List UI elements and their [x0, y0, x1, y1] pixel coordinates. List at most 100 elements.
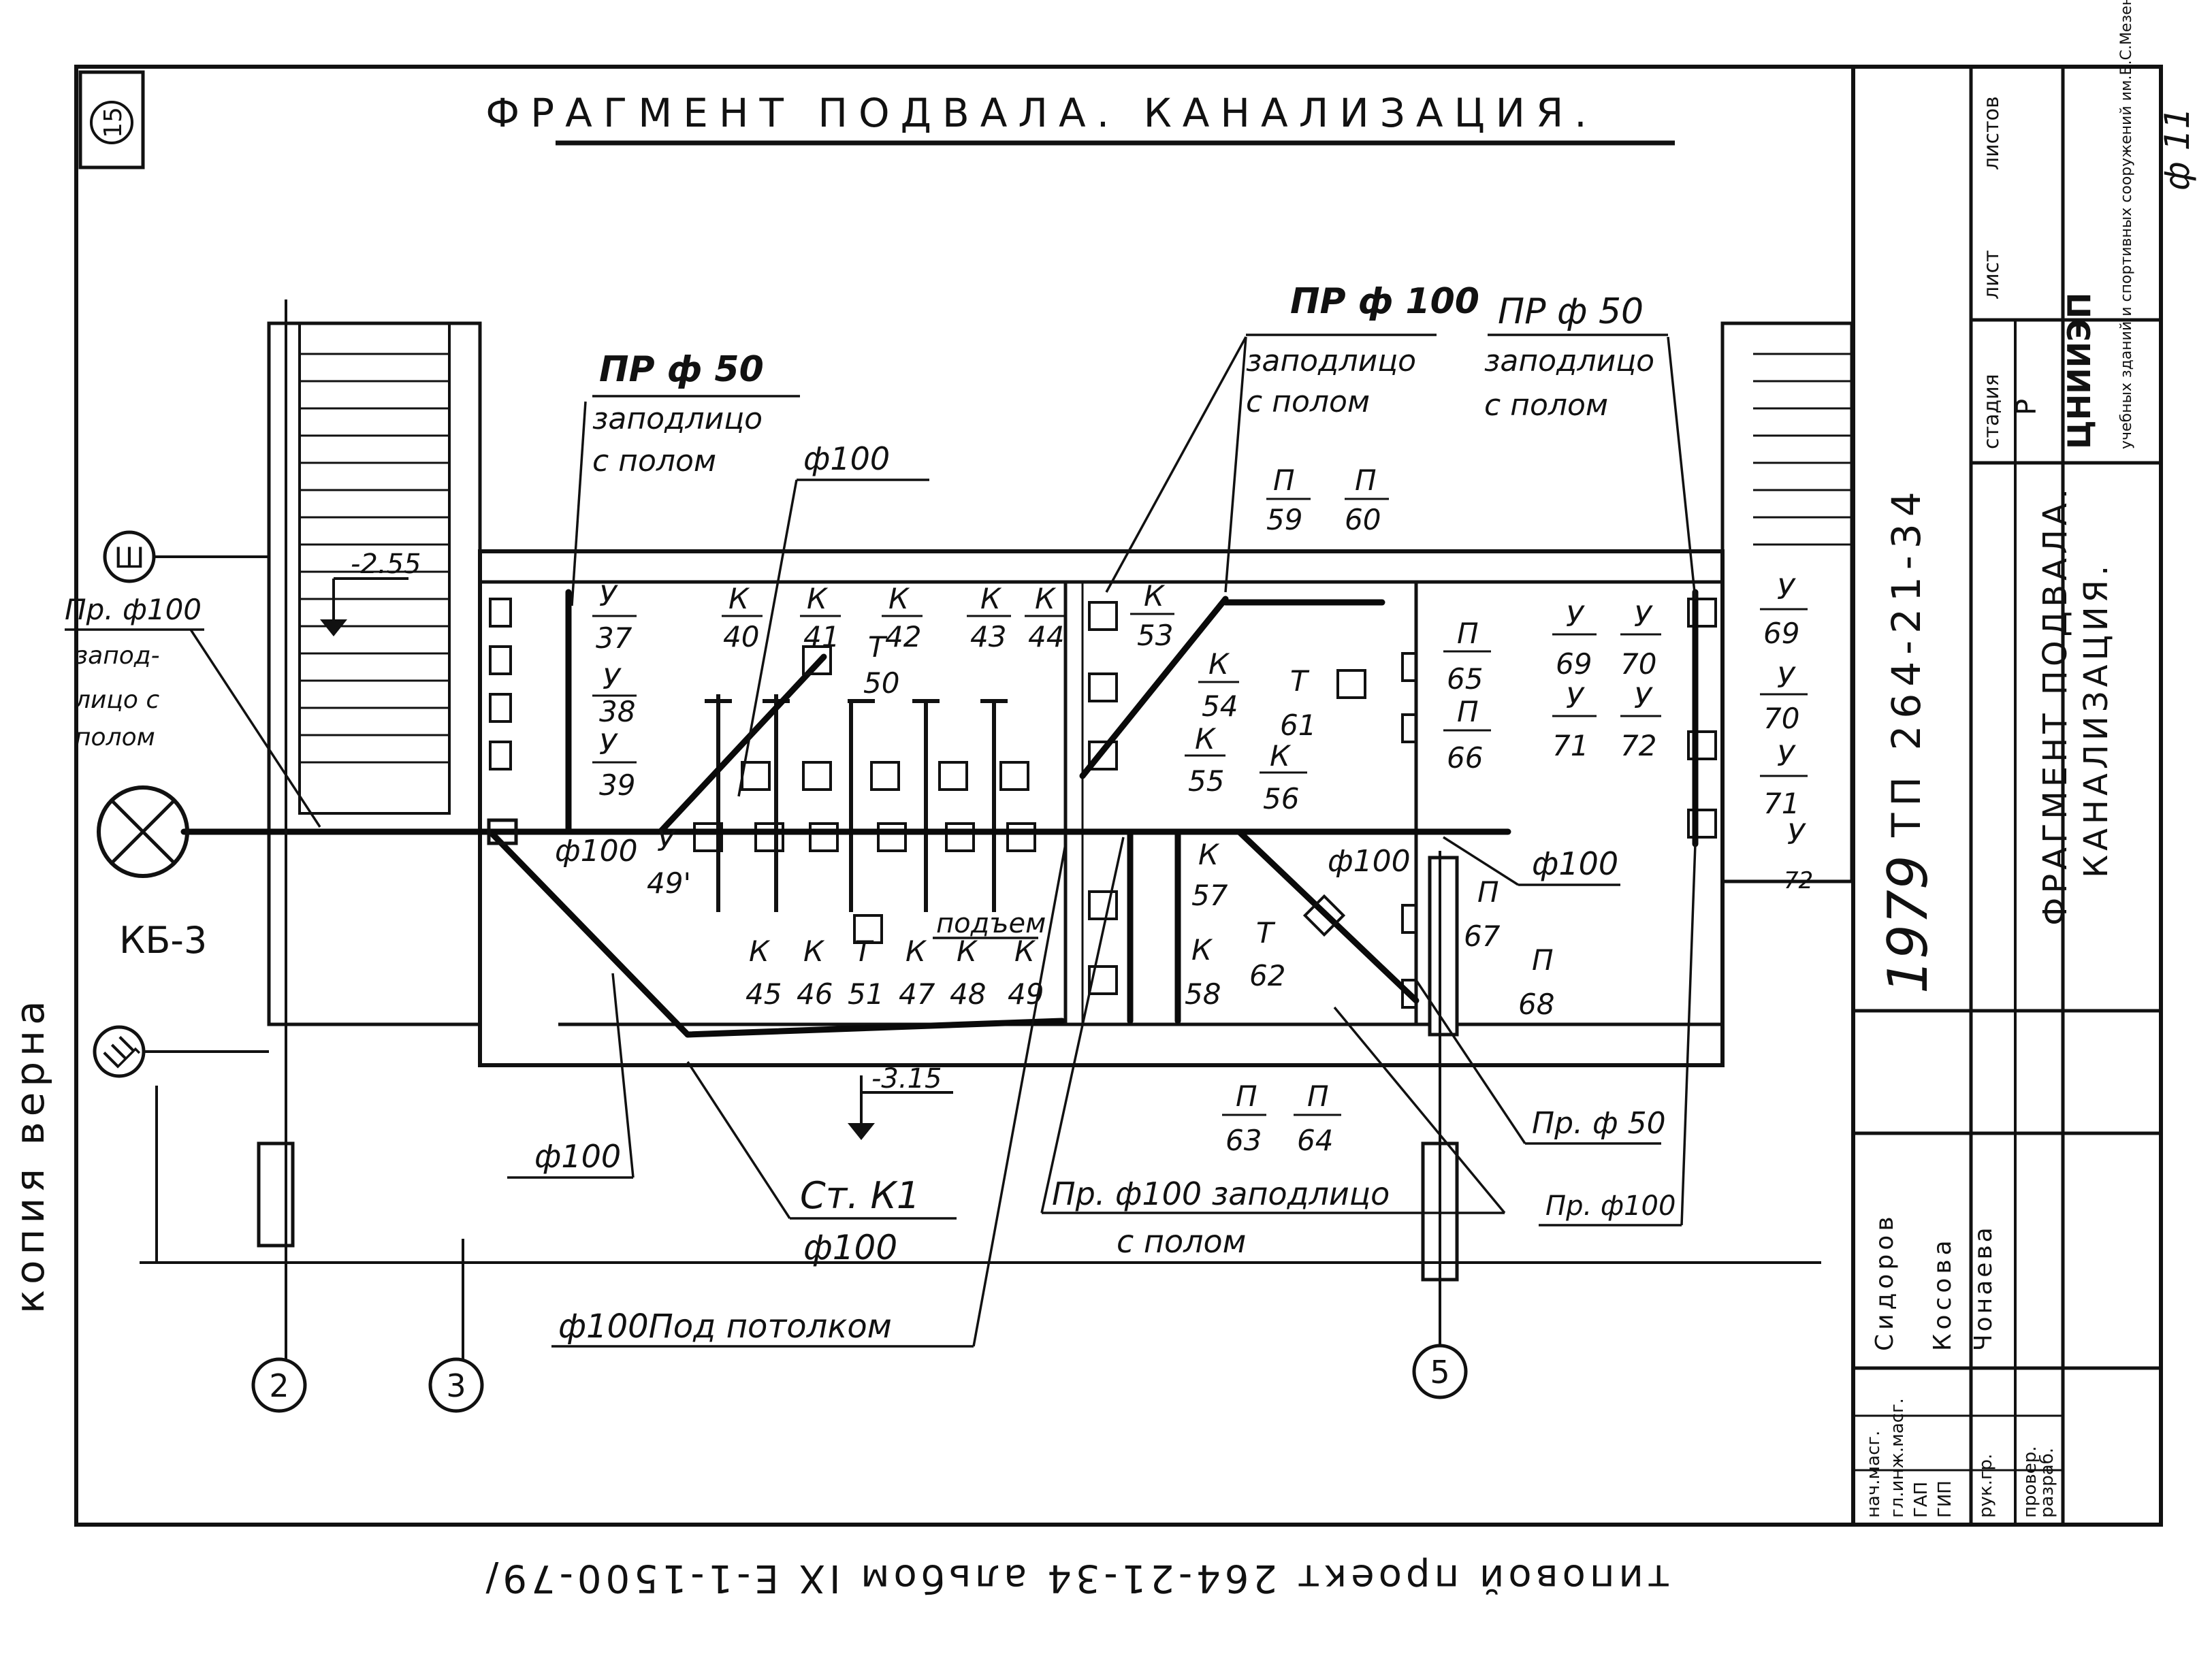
- fixture-den: 71: [1552, 729, 1588, 762]
- axis-label-sh: Ш: [114, 541, 145, 574]
- fixture-den: 49': [647, 866, 691, 900]
- head-sheets: листов: [1980, 96, 2004, 170]
- fixture-num: У: [1787, 817, 1806, 851]
- fixture-num: Т: [854, 935, 874, 968]
- fixture-den: 64: [1297, 1124, 1333, 1157]
- fixture-den: 45: [746, 977, 782, 1011]
- fixture-den: 57: [1191, 879, 1228, 912]
- fixture-den: 72: [1784, 867, 1813, 894]
- project-code: ТП 264-21-34: [1883, 485, 1929, 838]
- fixture-den: 62: [1249, 959, 1285, 992]
- role-label: разраб.: [2037, 1448, 2057, 1518]
- note-st-k1: Ст. К1: [800, 1174, 920, 1217]
- note-flush-c1: заподлицо: [1484, 344, 1654, 378]
- bottom-pipe: [684, 1018, 1065, 1038]
- note-pr50-r: Пр. ф 50: [1532, 1106, 1666, 1141]
- fixture-num: К: [1208, 647, 1230, 681]
- note-flush-a2: с полом: [592, 444, 716, 478]
- fixture-num: К: [803, 935, 825, 968]
- note-flush-b1: заподлицо: [1246, 344, 1416, 378]
- fixture-num: У: [1777, 572, 1796, 606]
- stair-left: [267, 321, 482, 1026]
- head-sheet: лист: [1980, 250, 2004, 299]
- fixture-den: 42: [885, 620, 921, 653]
- name-label: Чонаева: [1970, 1224, 1998, 1351]
- fixture-num: П: [1355, 464, 1377, 497]
- drawing-title: ФРАГМЕНТ ПОДВАЛА. КАНАЛИЗАЦИЯ.: [485, 90, 1598, 136]
- fixture-den: 55: [1188, 764, 1224, 798]
- fixture-den: 70: [1763, 702, 1799, 735]
- building-plan: [257, 321, 1854, 1282]
- org-logo: ЦНИИЭП: [2061, 293, 2098, 449]
- fixture-den: 70: [1620, 647, 1656, 681]
- diagonal-riser: [657, 653, 827, 835]
- column-c: [1428, 856, 1459, 1037]
- role-label: гл.инж.масг.: [1887, 1398, 1908, 1518]
- note-flush-c2: с полом: [1484, 388, 1608, 423]
- margin-right-note: ф 11: [2158, 108, 2197, 191]
- fixture-num: У: [599, 579, 618, 613]
- fixture-num: П: [1532, 943, 1554, 977]
- chamber-label: КБ-3: [119, 919, 207, 962]
- fixture-den: 72: [1620, 729, 1656, 762]
- fixture-den: 63: [1225, 1124, 1262, 1157]
- fixture-den: 54: [1202, 689, 1238, 723]
- fixture-den: 37: [596, 621, 632, 655]
- note-pr50-b: ПР ф 50: [1498, 291, 1644, 332]
- fixture-den: 69: [1556, 647, 1592, 681]
- sheet-number-box: [78, 70, 145, 169]
- note-d100-a: ф100: [803, 440, 890, 477]
- name-label: Сидоров: [1871, 1212, 1899, 1351]
- fixture-num: К: [980, 582, 1002, 615]
- stair-left-inner: [298, 322, 451, 815]
- fraction-bars: [592, 498, 1808, 1116]
- trap-grate-2: [853, 914, 883, 944]
- fixture-den: 38: [599, 695, 635, 728]
- fixture-num: К: [1198, 838, 1220, 871]
- fixture-num: Т: [868, 630, 888, 664]
- axis-label-3: 3: [446, 1367, 466, 1404]
- fixture-den: 69: [1763, 617, 1799, 650]
- fixture-num: К: [905, 935, 927, 968]
- note-podem: подъем: [936, 908, 1046, 939]
- axis-circle-5: [1412, 1344, 1468, 1399]
- note-pr100-top: ПР ф 100: [1290, 281, 1479, 322]
- fixtures: [489, 598, 1717, 1009]
- fixture-den: 59: [1266, 503, 1302, 536]
- fixture-den: 68: [1518, 988, 1554, 1021]
- fixture-num: У: [599, 728, 618, 761]
- basement-outline: [478, 549, 1725, 1067]
- fixture-num: П: [1273, 464, 1295, 497]
- fixture-num: К: [1270, 739, 1292, 773]
- role-label: рук.гр.: [1976, 1454, 1996, 1518]
- fixture-num: К: [807, 582, 829, 615]
- fixture-den: 71: [1763, 787, 1799, 820]
- margin-bottom-note: типовой проект 264-21-34 альбом IX Е-1-1…: [482, 1556, 1670, 1600]
- role-label: нач.масг.: [1863, 1431, 1884, 1518]
- fixture-num: П: [1457, 695, 1479, 728]
- fixture-num: У: [603, 662, 622, 696]
- fixture-num: У: [1566, 681, 1585, 715]
- axis-circle-3: [428, 1357, 484, 1413]
- fixture-den: 51: [848, 977, 884, 1011]
- note-pr100-flush2: с полом: [1117, 1223, 1246, 1260]
- fixture-num: К: [1191, 933, 1213, 967]
- vertical-risers: [705, 694, 1008, 912]
- note-d100-b: ф100: [555, 834, 638, 868]
- fixture-den: 65: [1447, 662, 1483, 696]
- project-year: 1979: [1876, 855, 1940, 994]
- fixture-num: У: [657, 824, 676, 858]
- note-pr100-left1: Пр. ф100: [65, 593, 202, 626]
- fixture-den: 48: [950, 977, 986, 1011]
- fixture-num: У: [1566, 600, 1585, 633]
- role-label: провер.: [2020, 1446, 2040, 1519]
- fixture-num: К: [728, 582, 750, 615]
- role-label: ГИП: [1935, 1480, 1955, 1518]
- level-top: -2.55: [351, 549, 421, 580]
- fixture-num: П: [1477, 875, 1499, 909]
- fixture-den: 44: [1028, 620, 1064, 653]
- role-label: ГАП: [1911, 1482, 1932, 1518]
- stair-left-treads: [300, 353, 449, 764]
- level-bottom: -3.15: [871, 1063, 942, 1094]
